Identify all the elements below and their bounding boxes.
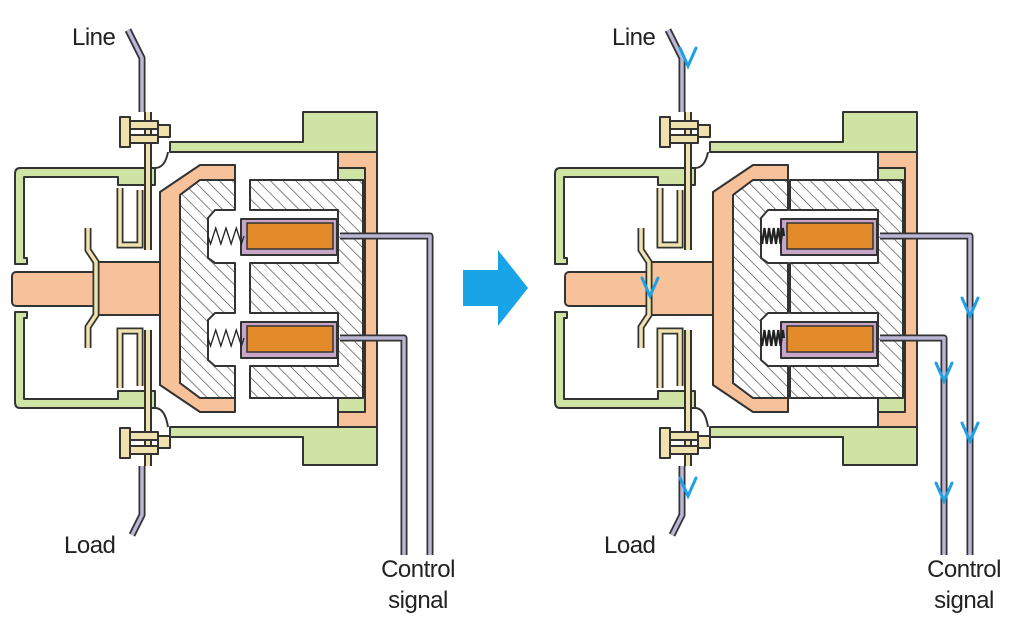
current-flow-arrow-icon — [960, 421, 980, 445]
terminal-bolt-head — [659, 116, 671, 148]
housing-join — [154, 151, 169, 428]
armature-core — [179, 179, 236, 399]
fixed-contact-top — [656, 188, 684, 249]
hub — [647, 261, 724, 316]
control-wire-1-core — [880, 234, 972, 555]
fixed-contact-bottom-core — [658, 329, 682, 388]
terminal-washer — [669, 134, 699, 144]
line-wire-core — [666, 29, 684, 112]
terminal-nut — [157, 435, 171, 449]
housing-frame-top — [14, 167, 156, 265]
terminal-washer — [129, 134, 159, 144]
current-flow-arrow-icon — [934, 361, 954, 385]
line-wire-core — [126, 29, 144, 112]
spring — [207, 327, 245, 349]
terminal-bolt-head — [119, 427, 131, 459]
terminal-bolt-head — [659, 427, 671, 459]
current-flow-arrow-icon — [960, 296, 980, 320]
control-signal-label-open: Control signal — [368, 554, 468, 616]
terminal-washer — [669, 120, 699, 130]
fixed-contact-top — [116, 188, 144, 249]
control-signal-label-closed: Control signal — [914, 554, 1014, 616]
load-wire-core — [130, 466, 144, 536]
shaft — [11, 271, 103, 307]
housing-join — [694, 151, 709, 428]
terminal-washer — [129, 431, 159, 441]
terminal-bolt-head — [119, 116, 131, 148]
load-label-open: Load — [64, 532, 116, 559]
line-label-closed: Line — [612, 24, 656, 51]
spring — [759, 227, 786, 245]
terminal-washer — [669, 431, 699, 441]
hub — [94, 261, 171, 316]
coil-upper — [246, 222, 334, 250]
contactor-open — [11, 28, 434, 555]
armature-assembly — [564, 164, 789, 413]
control-label-line1: Control — [927, 556, 1001, 583]
fixed-core — [249, 179, 364, 399]
fixed-contact-bottom-core — [118, 329, 142, 388]
housing-frame-top — [554, 167, 696, 265]
end-plate — [337, 151, 378, 428]
terminal-nut — [697, 124, 711, 138]
control-wire-2-core — [340, 336, 406, 555]
fixed-contact-bottom — [656, 327, 684, 388]
current-flow-arrow-icon — [934, 481, 954, 505]
terminal-washer — [669, 445, 699, 455]
current-flow-arrow-icon — [640, 276, 660, 300]
armature-assembly — [11, 164, 236, 413]
coil-lower — [786, 325, 874, 353]
fixed-core — [789, 179, 904, 399]
contact-bridge-core — [86, 228, 98, 348]
contact-bridge-core — [639, 228, 651, 348]
terminal-nut — [697, 435, 711, 449]
load-label-closed: Load — [604, 532, 656, 559]
coil-lower — [246, 325, 334, 353]
line-label-open: Line — [72, 24, 116, 51]
control-wire-1-core — [340, 234, 432, 555]
current-flow-arrow-icon — [678, 476, 698, 500]
fixed-contact-top-core — [658, 188, 682, 247]
terminal-washer — [129, 445, 159, 455]
terminal-washer — [129, 120, 159, 130]
control-label-line2: signal — [934, 587, 994, 614]
terminal-nut — [157, 124, 171, 138]
control-label-line1: Control — [381, 556, 455, 583]
fixed-contact-bottom — [116, 327, 144, 388]
armature-core — [732, 179, 789, 399]
spring — [759, 329, 786, 347]
housing-frame-bottom — [554, 311, 696, 409]
coil-upper — [786, 222, 874, 250]
current-flow-arrow-icon — [678, 46, 698, 70]
spring — [207, 225, 245, 247]
control-wire-2-core — [880, 336, 946, 555]
right-arrow-icon — [463, 250, 528, 326]
housing-frame-bottom — [14, 311, 156, 409]
control-label-line2: signal — [388, 587, 448, 614]
contactor-closed — [554, 28, 980, 555]
fixed-contact-top-core — [118, 188, 142, 247]
end-plate — [877, 151, 918, 428]
